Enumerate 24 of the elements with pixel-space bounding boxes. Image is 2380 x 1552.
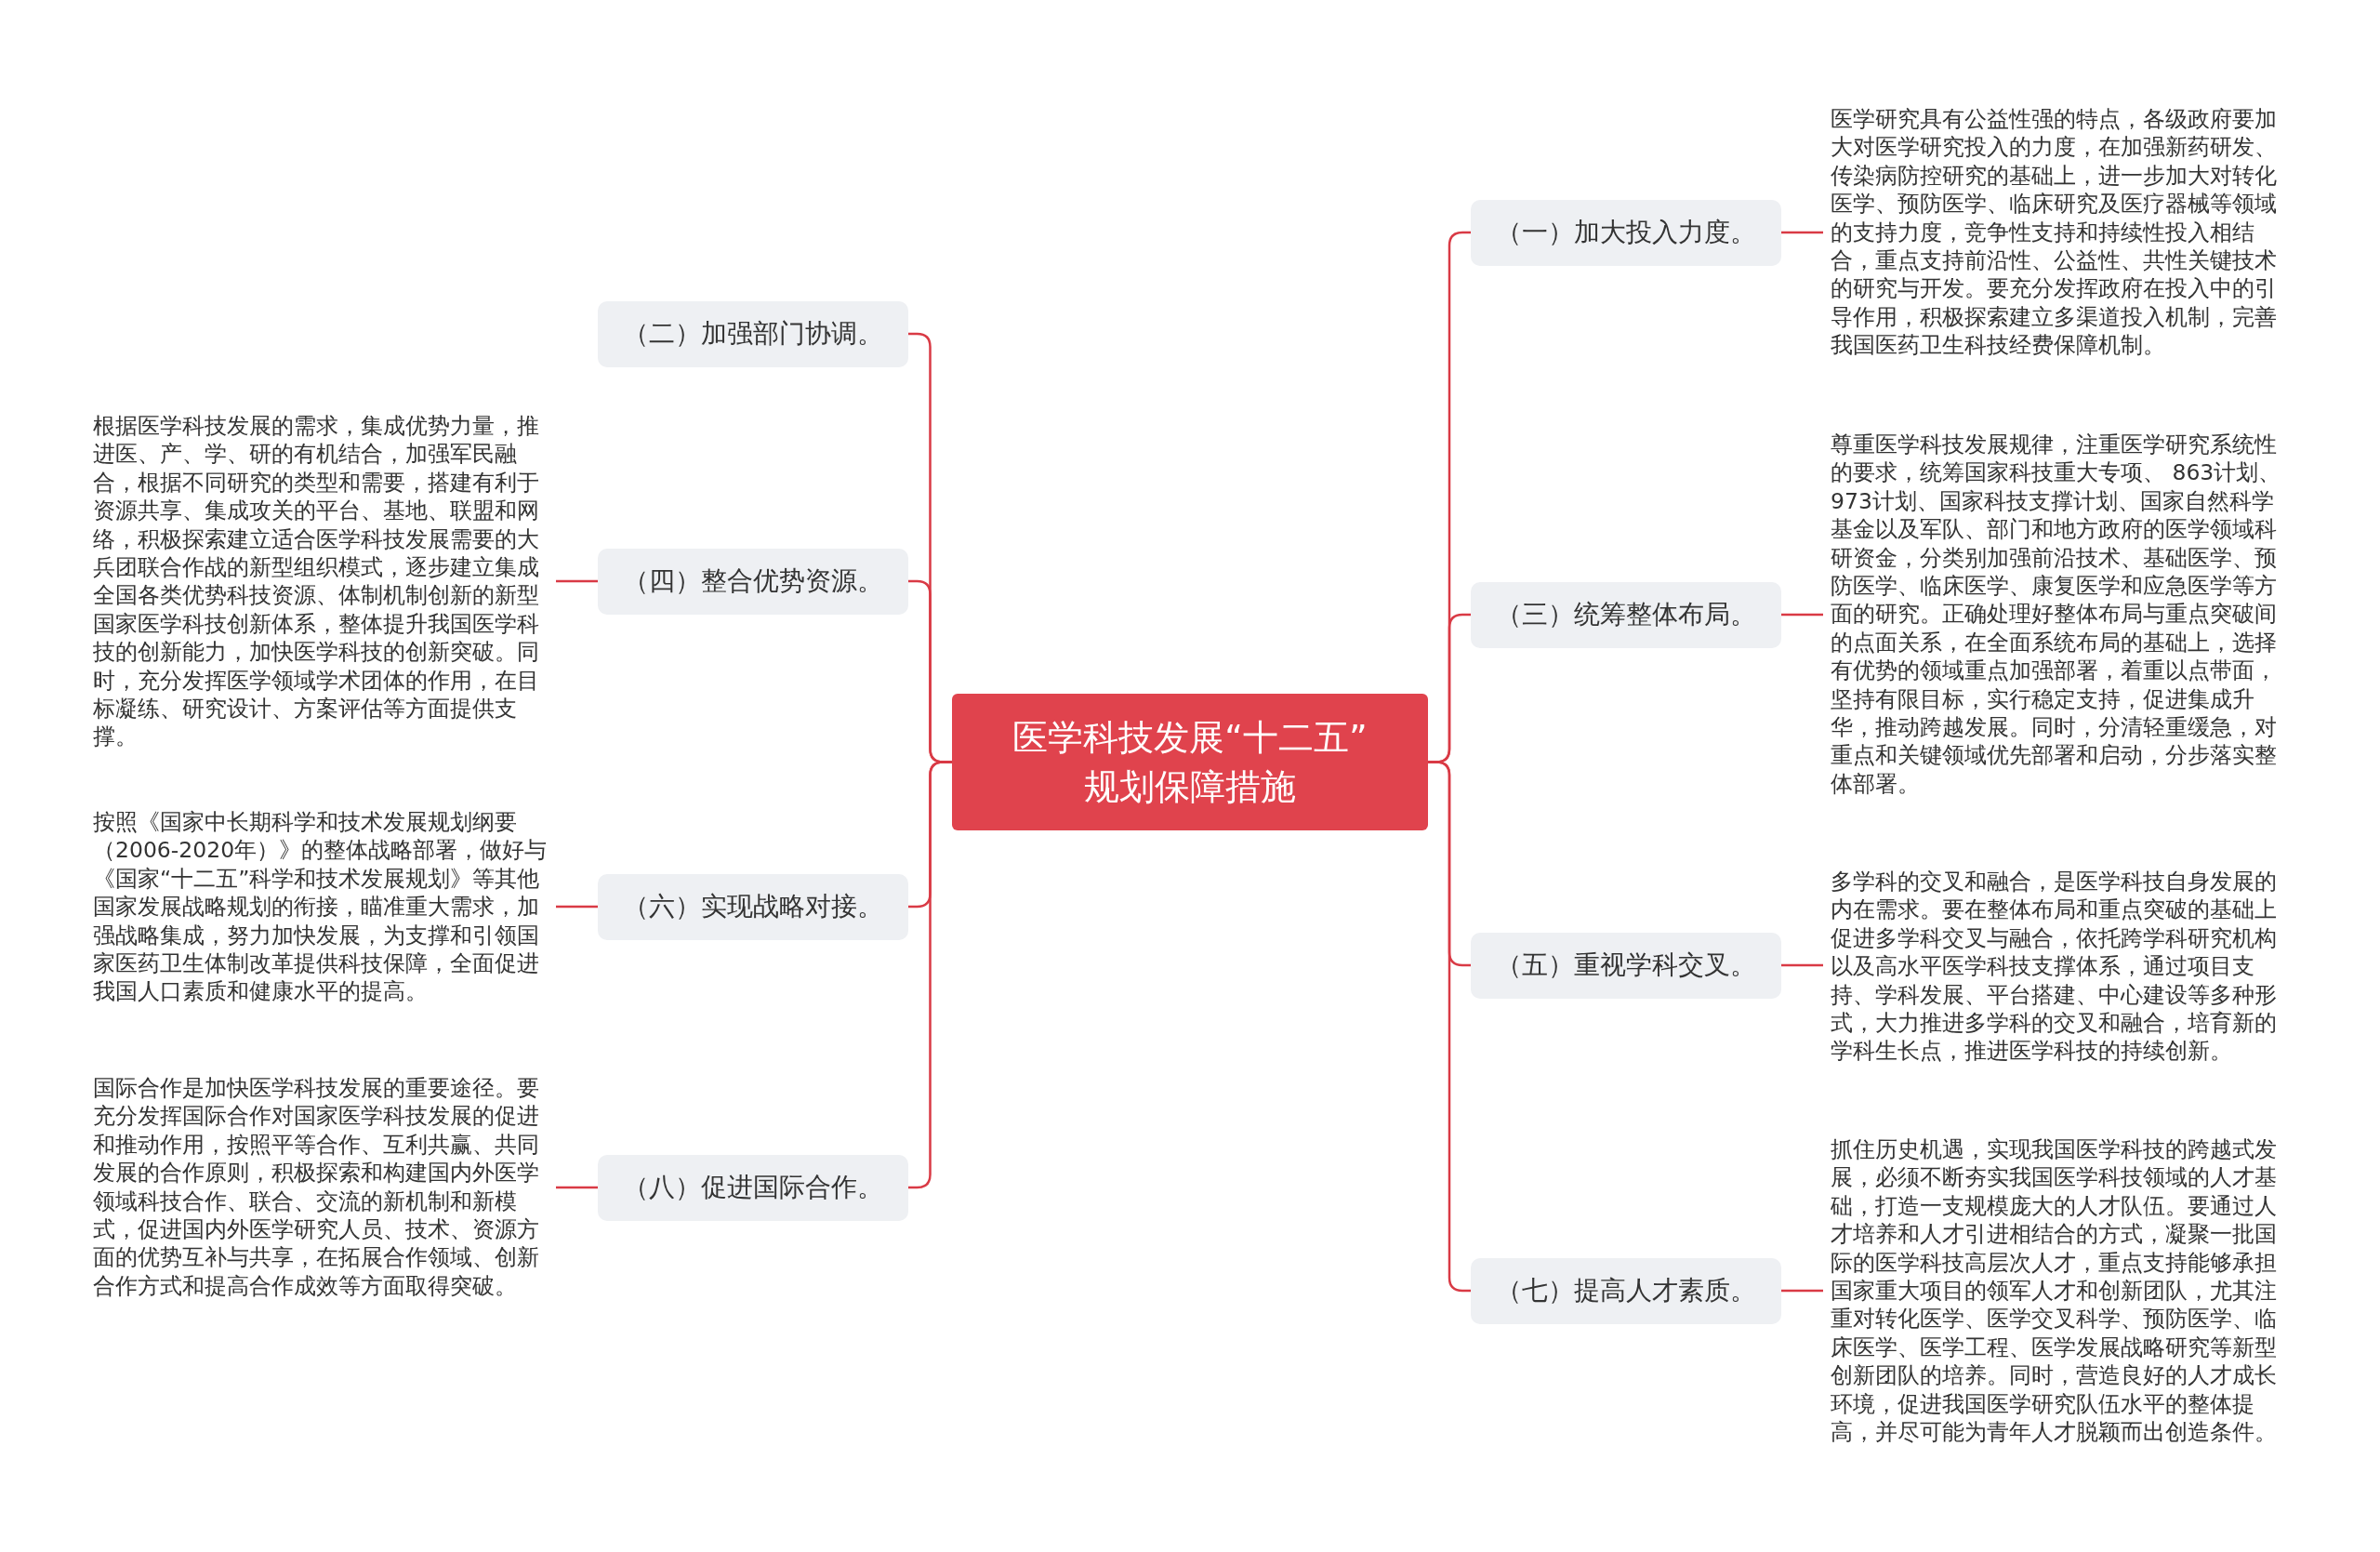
connector-line <box>908 761 952 1189</box>
connector-line <box>556 579 598 583</box>
topic-box: （二）加强部门协调。 <box>598 300 908 367</box>
connector-line <box>1781 231 1823 234</box>
detail-text: 根据医学科技发展的需求，集成优势力量，推进医、产、学、研的有机结合，加强军民融合，根据不同研究的类型和需要，搭建有利于资源共享、集成攻关的平台、基地、联盟和网络，积极探索建立适合医学科技发展需要的大兵团联合作战的新型组织模式，逐步建立集成全国各类优势科技资源、体制机制创新的新型国家医学科技创新体系，整体提升我国医学科技的创新能力，加快医学科技的创新突破。同时，充分发挥医学领域学术团体的作用，在目标凝练、研究设计、方案评估等方面提供支撑。 <box>86 411 556 751</box>
topic-box: （七）提高人才素质。 <box>1471 1257 1781 1324</box>
detail-text: 多学科的交叉和融合，是医学科技自身发展的内在需求。要在整体布局和重点突破的基础上促进多学科交叉与融合，依托跨学科研究机构以及高水平医学科技支撑体系，通过项目支持、学科发展、平台搭建、中心建设等多种形式，大力推进多学科的交叉和融合，培育新的学科生长点，推进医学科技的持续创新。 <box>1823 867 2294 1066</box>
topic-box: （三）统筹整体布局。 <box>1471 581 1781 648</box>
topic-box: （八）促进国际合作。 <box>598 1154 908 1221</box>
detail-text: 按照《国家中长期科学和技术发展规划纲要（2006-2020年）》的整体战略部署，做好与《国家“十二五”科学和技术发展规划》等其他国家发展战略规划的衔接，瞄准重大需求，加强战略集成，努力加快发展，为支撑和引领国家医药卫生体制改革提供科技保障，全面促进我国人口素质和健康水平的提高。 <box>86 807 556 1006</box>
connector-line <box>556 905 598 909</box>
connector-line <box>1781 1289 1823 1293</box>
detail-text: 国际合作是加快医学科技发展的重要途径。要充分发挥国际合作对国家医学科技发展的促进和推动作用，按照平等合作、互利共赢、共同发展的合作原则，积极探索和构建国内外医学领域科技合作、联合、交流的新机制和新模式，促进国内外医学研究人员、技术、资源方面的优势互补与共享，在拓展合作领域、创新合作方式和提高合作成效等方面取得突破。 <box>86 1074 556 1301</box>
central-topic-box: 医学科技发展“十二五”规划保障措施 <box>952 694 1428 830</box>
detail-text: 尊重医学科技发展规律，注重医学研究系统性的要求，统筹国家科技重大专项、 863计划、973计划、国家科技支撑计划、国家自然科学基金以及军队、部门和地方政府的医学领域科研资金，分类别加强前沿技术、基础医学、预防医学、临床医学、康复医学和应急医学等方面的研究。正确处理好整体布局与重点突破间的点面关系，在全面系统布局的基础上，选择有优势的领域重点加强部署，着重以点带面，坚持有限目标，实行稳定支持，促进集成升华，推动跨越发展。同时，分清轻重缓急，对重点和关键领域优先部署和启动，分步落实整体部署。 <box>1823 431 2294 799</box>
topic-box: （五）重视学科交叉。 <box>1471 932 1781 999</box>
connector-line <box>1781 963 1823 967</box>
topic-box: （四）整合优势资源。 <box>598 548 908 615</box>
detail-text: 医学研究具有公益性强的特点，各级政府要加大对医学研究投入的力度，在加强新药研发、传染病防控研究的基础上，进一步加大对转化医学、预防医学、临床研究及医疗器械等领域的支持力度，竞争性支持和持续性投入相结合，重点支持前沿性、公益性、共性关键技术的研究与开发。要充分发挥政府在投入中的引导作用，积极探索建立多渠道投入机制，完善我国医药卫生科技经费保障机制。 <box>1823 105 2294 360</box>
detail-text: 抓住历史机遇，实现我国医学科技的跨越式发展，必须不断夯实我国医学科技领域的人才基础，打造一支规模庞大的人才队伍。要通过人才培养和人才引进相结合的方式，凝聚一批国际的医学科技高层次人才，重点支持能够承担国家重大项目的领军人才和创新团队，尤其注重对转化医学、医学交叉科学、预防医学、临床医学、医学工程、医学发展战略研究等新型创新团队的培养。同时，营造良好的人才成长环境，促进我国医学研究队伍水平的整体提高，并尽可能为青年人才脱颖而出创造条件。 <box>1823 1134 2294 1447</box>
connector-line <box>556 1186 598 1189</box>
connector-line <box>1781 613 1823 617</box>
topic-box: （一）加大投入力度。 <box>1471 199 1781 266</box>
topic-box: （六）实现战略对接。 <box>598 873 908 940</box>
